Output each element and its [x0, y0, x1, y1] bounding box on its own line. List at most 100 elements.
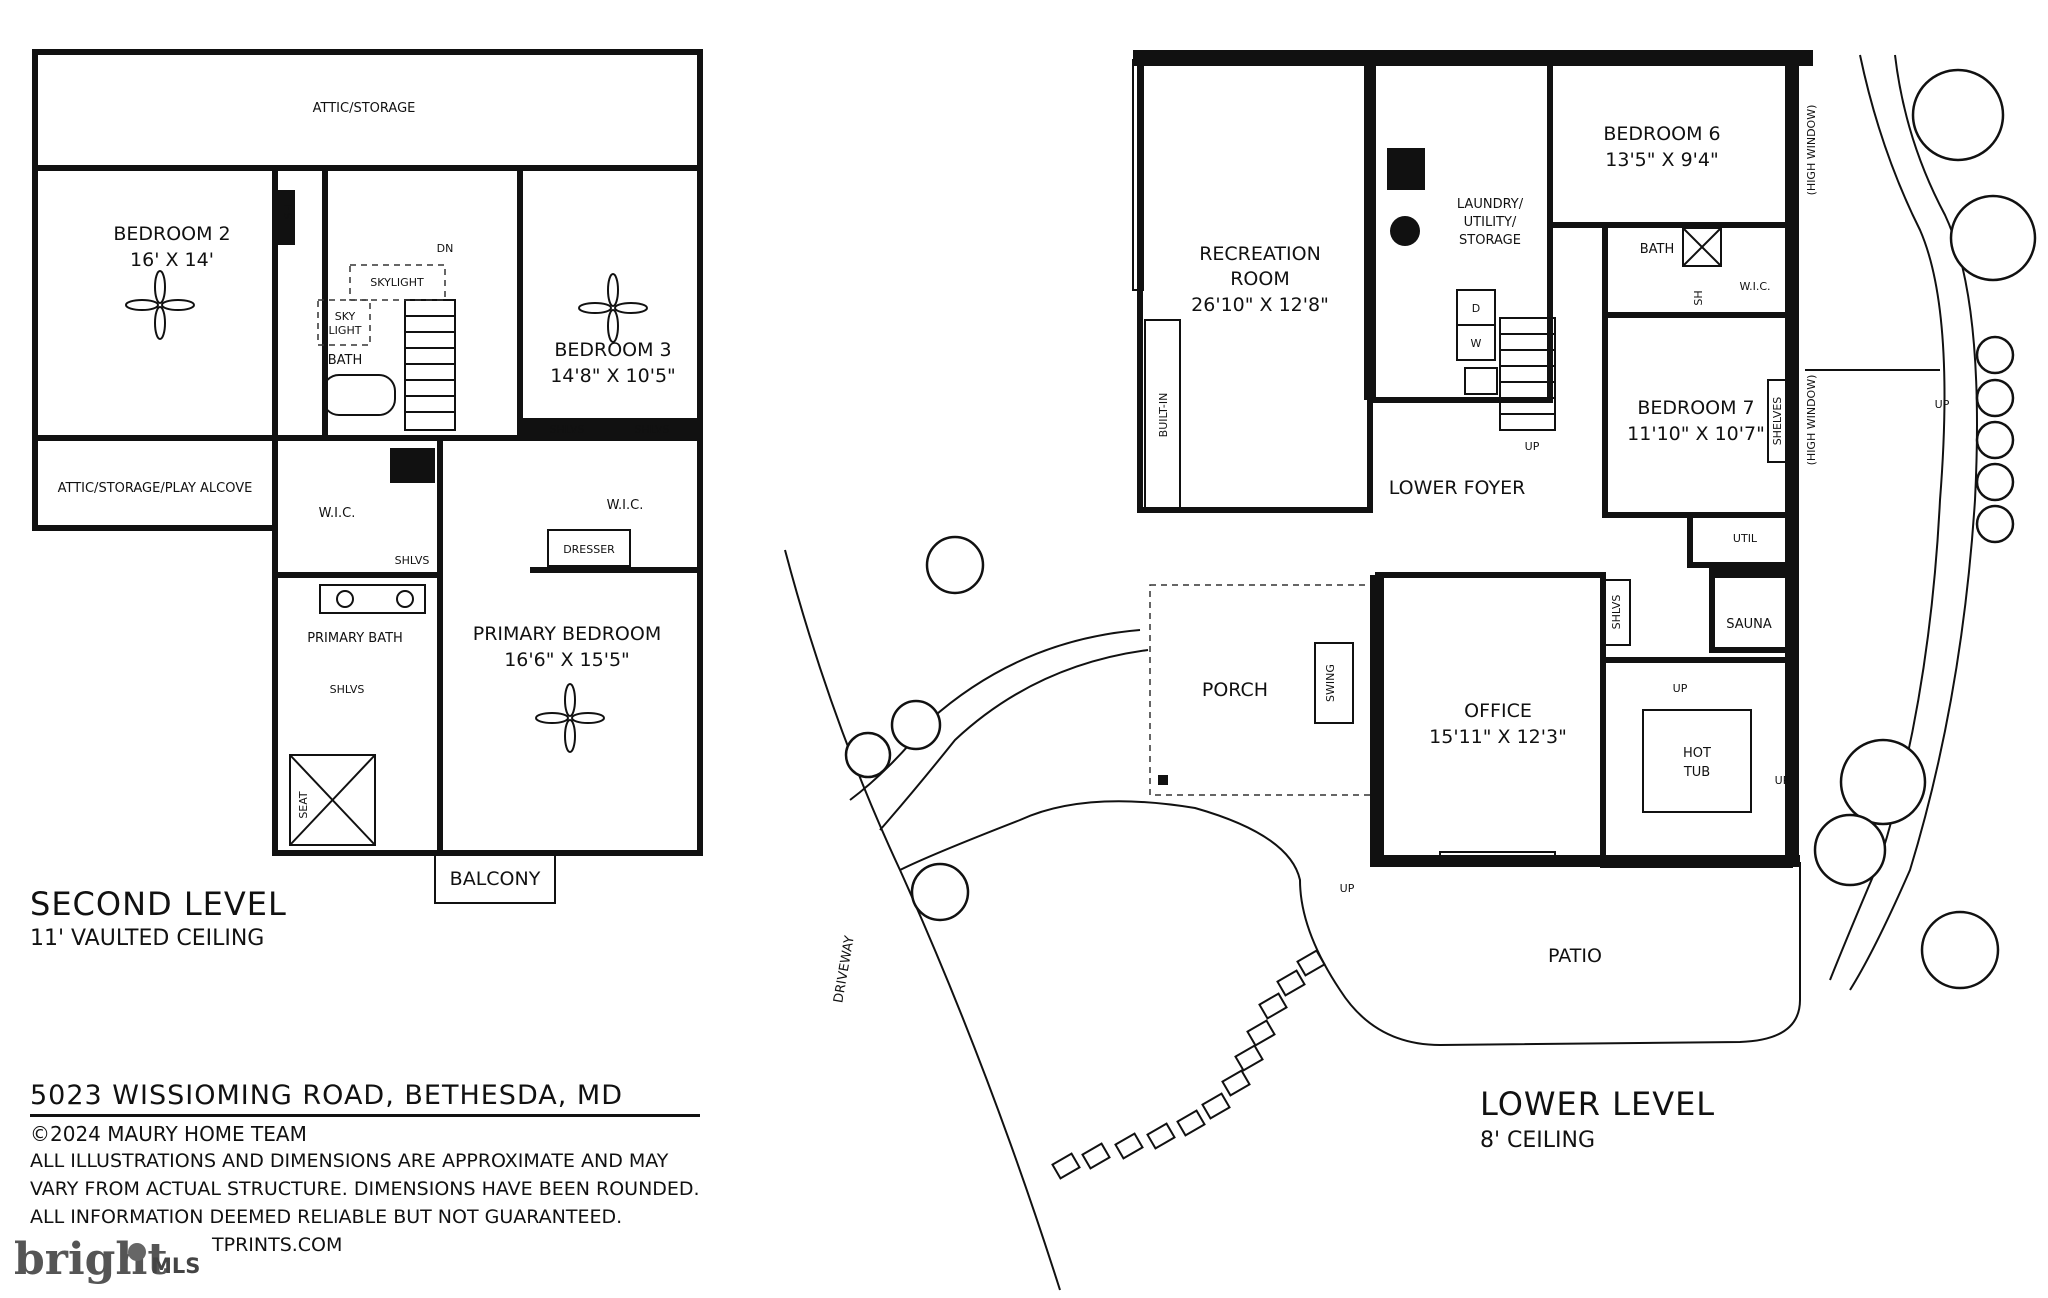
- label-up-stairs: UP: [1525, 440, 1540, 453]
- bright-logo-text: bright: [14, 1234, 168, 1285]
- tree-icon: [1839, 738, 1927, 826]
- washer: [1456, 324, 1496, 361]
- room-label-bedroom-2: BEDROOM 2: [113, 223, 230, 245]
- room-dim-primary-bedroom: 16'6" X 15'5": [504, 649, 630, 671]
- tree-icon: [1975, 335, 2015, 375]
- label-up-path: UP: [1935, 398, 1950, 411]
- room-label-util: UTIL: [1733, 532, 1758, 545]
- label-built-in: BUILT-IN: [1157, 393, 1170, 438]
- second-level-plan: ATTIC/STORAGE BEDROOM 2 16' X 14' BEDROO…: [32, 49, 703, 904]
- room-label-wic-left: W.I.C.: [319, 506, 356, 521]
- room-dim-bedroom-6: 13'5" X 9'4": [1605, 149, 1718, 171]
- dresser-outline: [547, 529, 631, 567]
- room-label-porch: PORCH: [1202, 679, 1268, 701]
- ceiling-fan-icon: [535, 683, 605, 753]
- label-sh: SH: [282, 204, 295, 219]
- porch-post: [1158, 775, 1168, 785]
- lower-shower: [1682, 227, 1722, 267]
- tree-icon: [910, 862, 970, 922]
- ceiling-fan-icon: [125, 270, 195, 340]
- room-label-tub: TUB: [1683, 765, 1710, 780]
- shower-block: [273, 190, 295, 245]
- label-dryer: D: [1472, 302, 1480, 315]
- label-high-window-2: (HIGH WINDOW): [1805, 375, 1818, 466]
- tree-icon: [1949, 194, 2037, 282]
- sink: [396, 590, 414, 608]
- bath-stair-block: [272, 165, 523, 441]
- lower-stair: [1499, 317, 1556, 431]
- label-skylight: SKYLIGHT: [370, 276, 424, 289]
- credit-text: TPRINTS.COM: [212, 1234, 343, 1256]
- tree-icon: [1975, 504, 2015, 544]
- room-label-bath: BATH: [328, 353, 363, 368]
- label-up-right: UP: [1775, 774, 1790, 787]
- label-seat: SEAT: [297, 791, 310, 819]
- disclaimer-line-2: VARY FROM ACTUAL STRUCTURE. DIMENSIONS H…: [30, 1178, 700, 1200]
- label-shlvs-c: SHLVS: [395, 554, 430, 567]
- label-up-hot-tub: UP: [1673, 682, 1688, 695]
- sauna-block: [1712, 570, 1790, 578]
- bright-mls-watermark: [0, 1233, 210, 1298]
- bedroom-3-shlvs-band: [520, 418, 700, 440]
- room-label-office: OFFICE: [1464, 700, 1532, 722]
- laundry-sink: [1464, 367, 1498, 395]
- tree-icon: [1911, 68, 2005, 162]
- lower-level-title: LOWER LEVEL: [1480, 1085, 1716, 1123]
- disclaimer-line-3: ALL INFORMATION DEEMED RELIABLE BUT NOT …: [30, 1206, 623, 1228]
- label-dn: DN: [437, 242, 454, 255]
- bright-mls-suffix: MLS: [151, 1254, 201, 1278]
- copyright-line: ©2024 MAURY HOME TEAM: [30, 1122, 307, 1146]
- lower-level-plan: DRIVEWAY: [784, 50, 2037, 1291]
- label-swing: SWING: [1324, 664, 1337, 702]
- room-label-recreation: RECREATION: [1199, 243, 1321, 265]
- room-label-lower-wic: W.I.C.: [1739, 280, 1770, 293]
- water-heater: [1390, 216, 1420, 246]
- shower-cross: [1682, 227, 1722, 267]
- room-dim-office: 15'11" X 12'3": [1429, 726, 1567, 748]
- label-sky: SKY: [335, 310, 356, 323]
- tree-icon: [925, 535, 985, 595]
- room-label-patio: PATIO: [1548, 945, 1602, 967]
- room-label-sauna: SAUNA: [1726, 617, 1772, 632]
- room-label-bedroom-3: BEDROOM 3: [554, 339, 671, 361]
- room-label-hot: HOT: [1683, 746, 1711, 761]
- label-foyer-shlvs: SHLVS: [1610, 595, 1623, 630]
- second-level-title: SECOND LEVEL: [30, 885, 287, 923]
- tree-icon: [1920, 910, 2000, 990]
- room-dim-bedroom-2: 16' X 14': [130, 249, 214, 271]
- driveway-edge: [784, 549, 1061, 1291]
- room-label-lower-foyer: LOWER FOYER: [1389, 477, 1526, 499]
- property-address: 5023 WISSIOMING ROAD, BETHESDA, MD: [30, 1080, 623, 1111]
- shower-outline: [289, 754, 376, 846]
- label-shlvs-d: SHLVS: [330, 683, 365, 696]
- laundry-wall-block: [1364, 60, 1376, 400]
- label-light: LIGHT: [329, 324, 362, 337]
- left-window: [1132, 59, 1144, 291]
- built-in-cabinet: [1144, 319, 1181, 511]
- address-underline: [30, 1114, 700, 1117]
- label-washer: W: [1471, 337, 1482, 350]
- room-label-primary-bath: PRIMARY BATH: [307, 631, 403, 646]
- room-dim-recreation: 26'10" X 12'8": [1191, 294, 1329, 316]
- label-shlvs-a: SHLVS: [550, 423, 585, 436]
- tree-icon: [1975, 462, 2015, 502]
- label-shelves: SHELVES: [1771, 397, 1784, 446]
- tree-icon: [1975, 420, 2015, 460]
- tree-icon: [890, 699, 942, 751]
- room-dim-bedroom-3: 14'8" X 10'5": [550, 365, 676, 387]
- skylight-outline: [349, 264, 446, 301]
- label-lower-sh: SH: [1692, 290, 1705, 305]
- sky-light-outline: [317, 299, 371, 346]
- bathtub: [322, 374, 396, 416]
- disclaimer-line-1: ALL ILLUSTRATIONS AND DIMENSIONS ARE APP…: [30, 1150, 669, 1172]
- tree-icon: [1975, 378, 2015, 418]
- hot-tub-area: [1600, 657, 1793, 868]
- hot-tub: [1642, 709, 1752, 813]
- lower-bottom-wall: [1370, 855, 1800, 867]
- furnace-block: [1387, 148, 1425, 190]
- lower-level-subtitle: 8' CEILING: [1480, 1128, 1596, 1153]
- room-dim-bedroom-7: 11'10" X 10'7": [1627, 423, 1765, 445]
- room-label-balcony: BALCONY: [450, 868, 541, 890]
- second-level-subtitle: 11' VAULTED CEILING: [30, 926, 265, 951]
- label-shlvs-b: SHLVS: [635, 423, 670, 436]
